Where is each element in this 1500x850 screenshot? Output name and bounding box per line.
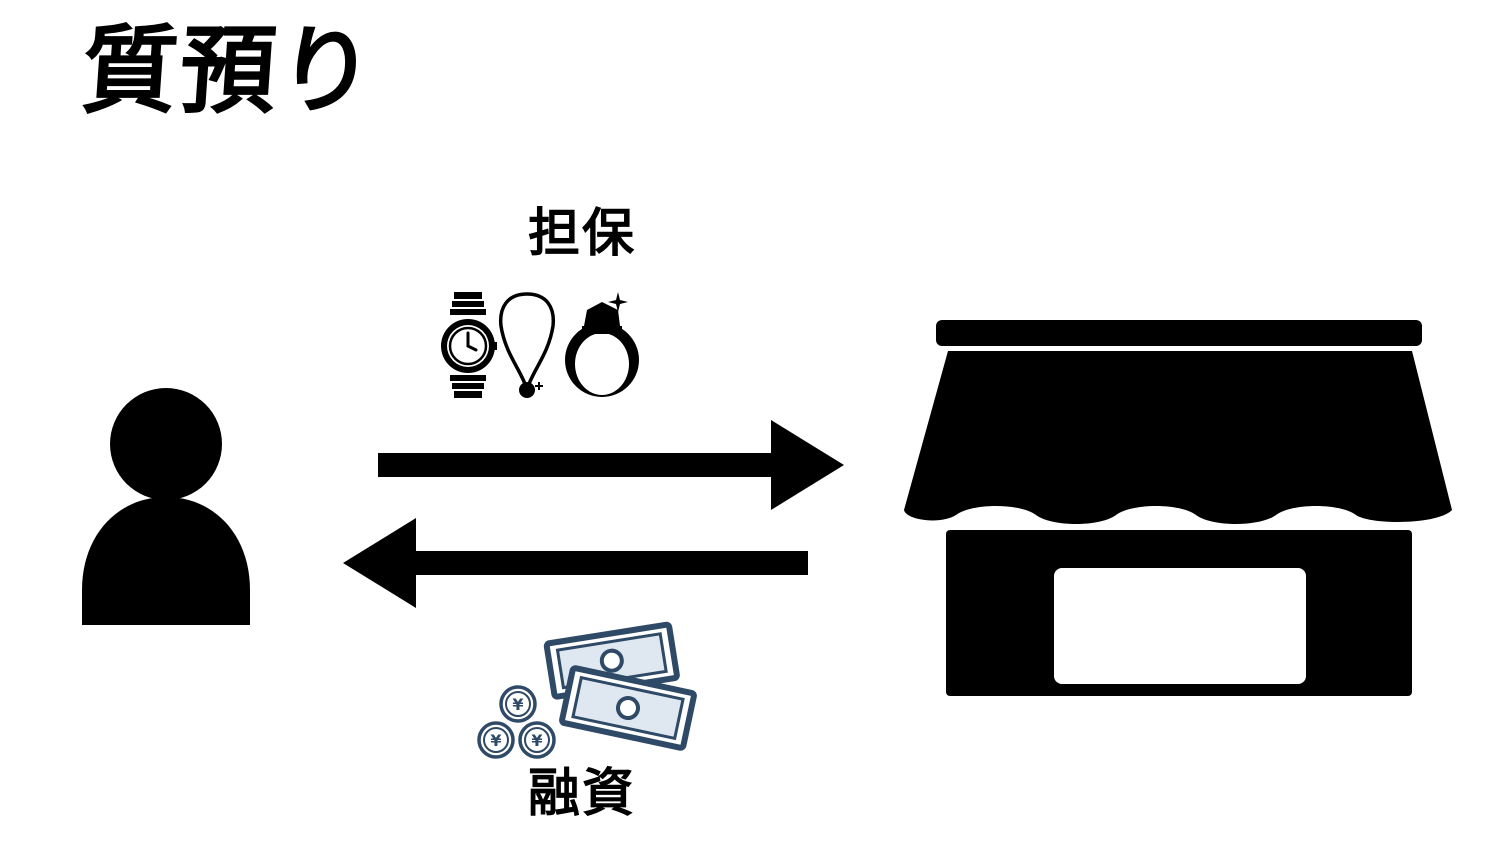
yen-symbol: ¥ [531,731,542,750]
arrow-left-loan [343,518,808,608]
page-title: 質預り [78,14,380,127]
wristwatch-icon [441,292,497,398]
yen-coin: ¥ [499,685,537,723]
yen-coin: ¥ [518,721,556,759]
yen-symbol: ¥ [512,695,523,714]
ring-icon [565,292,639,397]
loan-label: 融資 [528,763,637,824]
necklace-icon [498,292,556,398]
shop-icon [904,320,1452,696]
person-icon [82,388,250,625]
yen-coin: ¥ [477,721,515,759]
collateral-label: 担保 [528,203,637,264]
banknotes-icon [543,621,697,751]
arrow-right-collateral [378,420,844,510]
yen-symbol: ¥ [490,731,501,750]
yen-coins-icon: ¥ ¥ ¥ [477,685,556,759]
